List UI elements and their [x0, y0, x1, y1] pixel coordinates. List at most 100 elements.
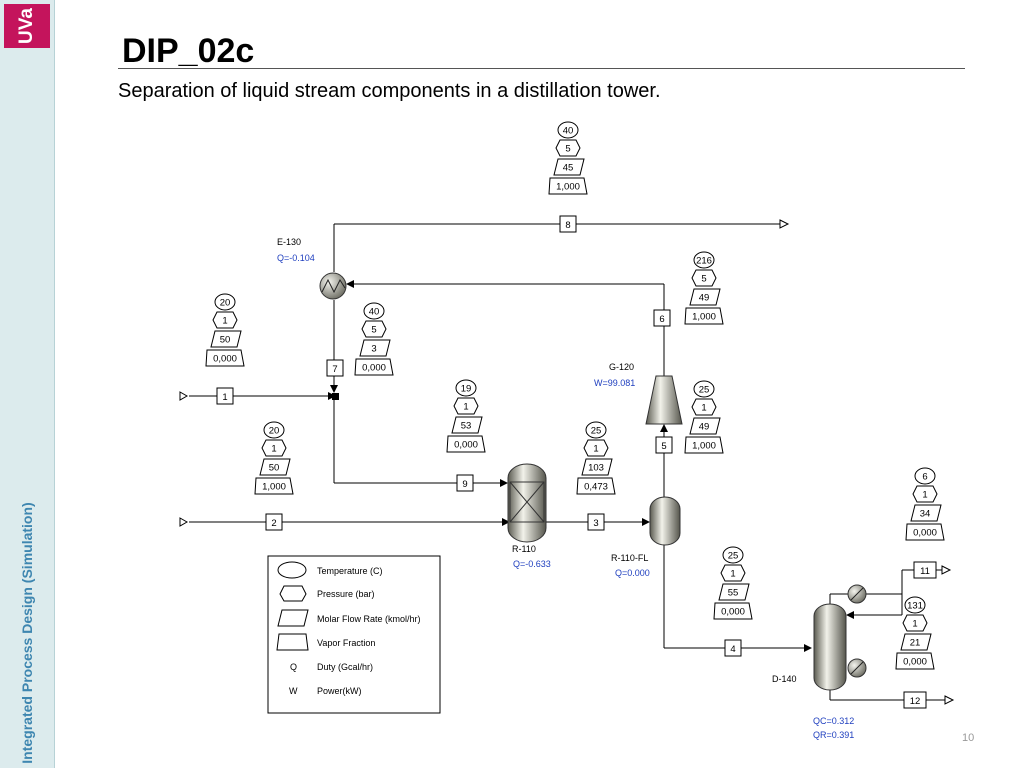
- svg-text:12: 12: [910, 696, 921, 707]
- legend-vf: Vapor Fraction: [317, 638, 375, 648]
- svg-text:11: 11: [920, 566, 930, 577]
- vapor-fraction-box: [576, 477, 616, 495]
- legend-vf-symbol: [276, 633, 309, 651]
- temperature-oval: [693, 251, 715, 269]
- temperature-oval: [722, 546, 744, 564]
- outlet-arrow-11: [941, 565, 952, 575]
- stream-vapor-fraction: 1,000: [692, 312, 716, 323]
- slide-title: DIP_02c: [122, 32, 255, 70]
- flow-parallelogram: [900, 633, 932, 651]
- flow-parallelogram: [581, 458, 613, 476]
- stream-tag-6: 6: [653, 309, 671, 327]
- vapor-fraction-box: [354, 358, 394, 376]
- vapor-fraction-box: [895, 652, 935, 670]
- stream-pressure: 1: [463, 402, 468, 413]
- stream-flow: 34: [920, 509, 931, 520]
- legend-duty: Duty (Gcal/hr): [317, 662, 373, 672]
- vapor-fraction-box: [254, 477, 294, 495]
- stream-pressure: 1: [730, 569, 735, 580]
- stream-pressure: 1: [222, 316, 227, 327]
- flow-parallelogram: [689, 288, 721, 306]
- stream-flow: 103: [588, 463, 604, 474]
- pressure-hexagon: [453, 397, 479, 415]
- flow-parallelogram: [359, 339, 391, 357]
- stream-tag-2: 2: [265, 513, 283, 531]
- flow-parallelogram: [451, 416, 483, 434]
- stream-temperature: 25: [728, 551, 739, 562]
- flow-parallelogram: [718, 583, 750, 601]
- svg-text:5: 5: [661, 441, 666, 452]
- stream-vapor-fraction: 0,000: [454, 440, 478, 451]
- stream-temperature: 216: [696, 256, 712, 267]
- stream-temperature: 40: [369, 307, 380, 318]
- stream-pressure: 5: [701, 274, 706, 285]
- d140-qr: QR=0.391: [813, 730, 854, 740]
- stream-temperature: 20: [269, 426, 280, 437]
- flash-drum-r110fl: R-110-FL Q=0.000: [611, 496, 681, 578]
- stream-vapor-fraction: 0,473: [584, 482, 608, 493]
- pressure-hexagon: [912, 485, 938, 503]
- stream-vapor-fraction: 0,000: [913, 528, 937, 539]
- r110fl-duty: Q=0.000: [615, 568, 650, 578]
- stream-flow: 50: [220, 335, 231, 346]
- svg-text:3: 3: [593, 518, 598, 529]
- stream-flow: 55: [728, 588, 739, 599]
- stream-temperature: 131: [907, 601, 923, 612]
- vapor-fraction-box: [905, 523, 945, 541]
- stream-property-tables: 201500,000201501,0002511030,473251550,00…: [205, 121, 945, 670]
- svg-text:9: 9: [462, 479, 467, 490]
- stream-tag-1: 1: [216, 387, 234, 405]
- legend-pressure: Pressure (bar): [317, 589, 375, 599]
- pressure-hexagon: [583, 439, 609, 457]
- e130-duty: Q=-0.104: [277, 253, 315, 263]
- legend-temperature-symbol: [277, 561, 307, 579]
- pressure-hexagon: [212, 311, 238, 329]
- g120-power: W=99.081: [594, 378, 635, 388]
- r110fl-name: R-110-FL: [611, 553, 648, 563]
- stream-temperature: 19: [461, 384, 472, 395]
- stream-vapor-fraction: 0,000: [903, 657, 927, 668]
- sidebar: UVa Integrated Process Design (Simulatio…: [0, 0, 55, 768]
- pressure-hexagon: [902, 614, 928, 632]
- heat-exchanger-icon: [319, 272, 347, 300]
- pressure-hexagon: [261, 439, 287, 457]
- slide-subtitle: Separation of liquid stream components i…: [118, 80, 661, 102]
- pressure-hexagon: [555, 139, 581, 157]
- page-number: 10: [962, 732, 975, 744]
- stream-flow: 50: [269, 463, 280, 474]
- legend-temperature: Temperature (C): [317, 566, 383, 576]
- d140-name: D-140: [772, 674, 797, 684]
- temperature-oval: [585, 421, 607, 439]
- r110-name: R-110: [512, 544, 536, 554]
- temperature-oval: [455, 379, 477, 397]
- pressure-hexagon: [720, 564, 746, 582]
- stream-temperature: 6: [922, 472, 927, 483]
- stream-pressure: 1: [271, 444, 276, 455]
- flow-parallelogram: [910, 504, 942, 522]
- stream-table-9: 19 1 53 0,000: [446, 379, 486, 453]
- pressure-hexagon: [361, 320, 387, 338]
- stream-flow: 53: [461, 421, 472, 432]
- temperature-oval: [914, 467, 936, 485]
- legend-power: Power(kW): [317, 686, 362, 696]
- stream-temperature: 40: [563, 126, 574, 137]
- legend-flow: Molar Flow Rate (kmol/hr): [317, 614, 421, 624]
- vapor-fraction-box: [684, 307, 724, 325]
- stream-tag-11: 11: [913, 561, 937, 579]
- r110-duty: Q=-0.633: [513, 559, 551, 569]
- vapor-fraction-box: [205, 349, 245, 367]
- distillation-column-d140: D-140 QC=0.312 QR=0.391: [772, 584, 867, 740]
- stream-pressure: 5: [565, 144, 570, 155]
- stream-tag-9: 9: [456, 474, 474, 492]
- svg-text:7: 7: [332, 364, 337, 375]
- heat-exchanger-e130: E-130 Q=-0.104: [277, 237, 347, 300]
- e130-name: E-130: [277, 237, 301, 247]
- mixer-icon: [332, 393, 339, 400]
- stream-vapor-fraction: 1,000: [556, 182, 580, 193]
- stream-vapor-fraction: 0,000: [213, 354, 237, 365]
- vapor-fraction-box: [548, 177, 588, 195]
- stream-temperature: 20: [220, 298, 231, 309]
